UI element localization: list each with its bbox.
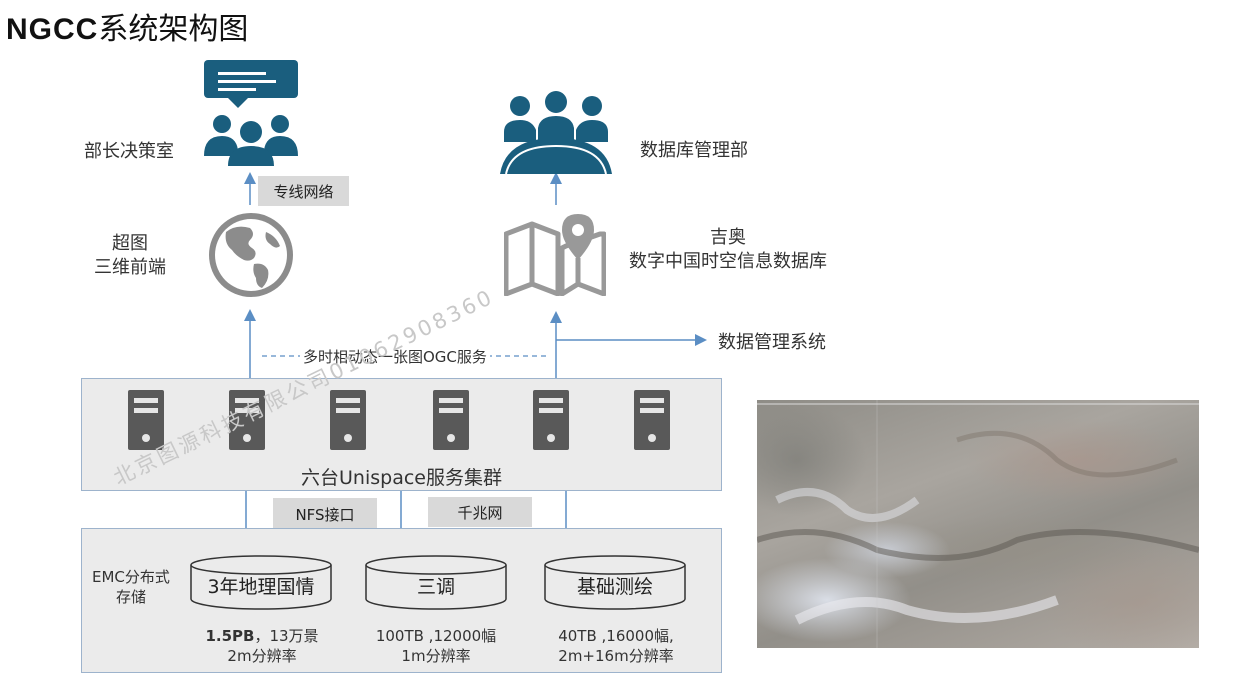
db-dept-label: 数据库管理部 xyxy=(640,140,748,161)
dataset-stats: 100TB ,12000幅 1m分辨率 xyxy=(375,627,497,665)
satellite-texture xyxy=(757,400,1199,648)
gigabit-network-tag: 千兆网 xyxy=(428,497,532,527)
server-icon xyxy=(229,390,265,450)
dataset-stats: 40TB ,16000幅, 2m+16m分辨率 xyxy=(558,627,674,665)
server-icon xyxy=(533,390,569,450)
ogc-service-label: 多时相动态一张图OGC服务 xyxy=(300,346,490,367)
cluster-label: 六台Unispace服务集群 xyxy=(301,467,502,489)
minister-office-label: 部长决策室 xyxy=(84,141,174,162)
page-title: NGCC系统架构图 xyxy=(6,12,249,47)
database-cylinder-icon xyxy=(544,555,686,610)
emc-storage-box: EMC分布式 存储 3年地理国情 三调 基础测绘 1.5PB，13万景 2m分辨… xyxy=(81,528,722,673)
nfs-interface-tag: NFS接口 xyxy=(273,498,377,530)
dataset-stats: 1.5PB，13万景 2m分辨率 xyxy=(205,627,319,665)
server-icon xyxy=(330,390,366,450)
server-cluster-box: 六台Unispace服务集群 xyxy=(81,378,722,491)
server-icon xyxy=(128,390,164,450)
map-pin-icon xyxy=(504,214,606,296)
frontend-label: 超图 三维前端 xyxy=(94,233,166,278)
server-icon xyxy=(634,390,670,450)
dedicated-network-tag: 专线网络 xyxy=(258,176,349,206)
data-mgmt-system-label: 数据管理系统 xyxy=(718,332,826,353)
server-icon xyxy=(433,390,469,450)
dataset-name: 3年地理国情 xyxy=(207,576,315,598)
team-group-icon xyxy=(500,91,612,174)
meeting-chat-icon xyxy=(204,60,298,166)
dataset-name: 基础测绘 xyxy=(576,576,653,598)
globe-icon xyxy=(209,213,293,297)
satellite-image xyxy=(757,400,1199,648)
storage-label: EMC分布式 存储 xyxy=(92,568,170,606)
database-cylinder-icon xyxy=(365,555,507,610)
dataset-name: 三调 xyxy=(416,576,455,598)
database-cylinder-icon xyxy=(190,555,332,610)
geodb-label: 吉奥 数字中国时空信息数据库 xyxy=(629,227,827,272)
